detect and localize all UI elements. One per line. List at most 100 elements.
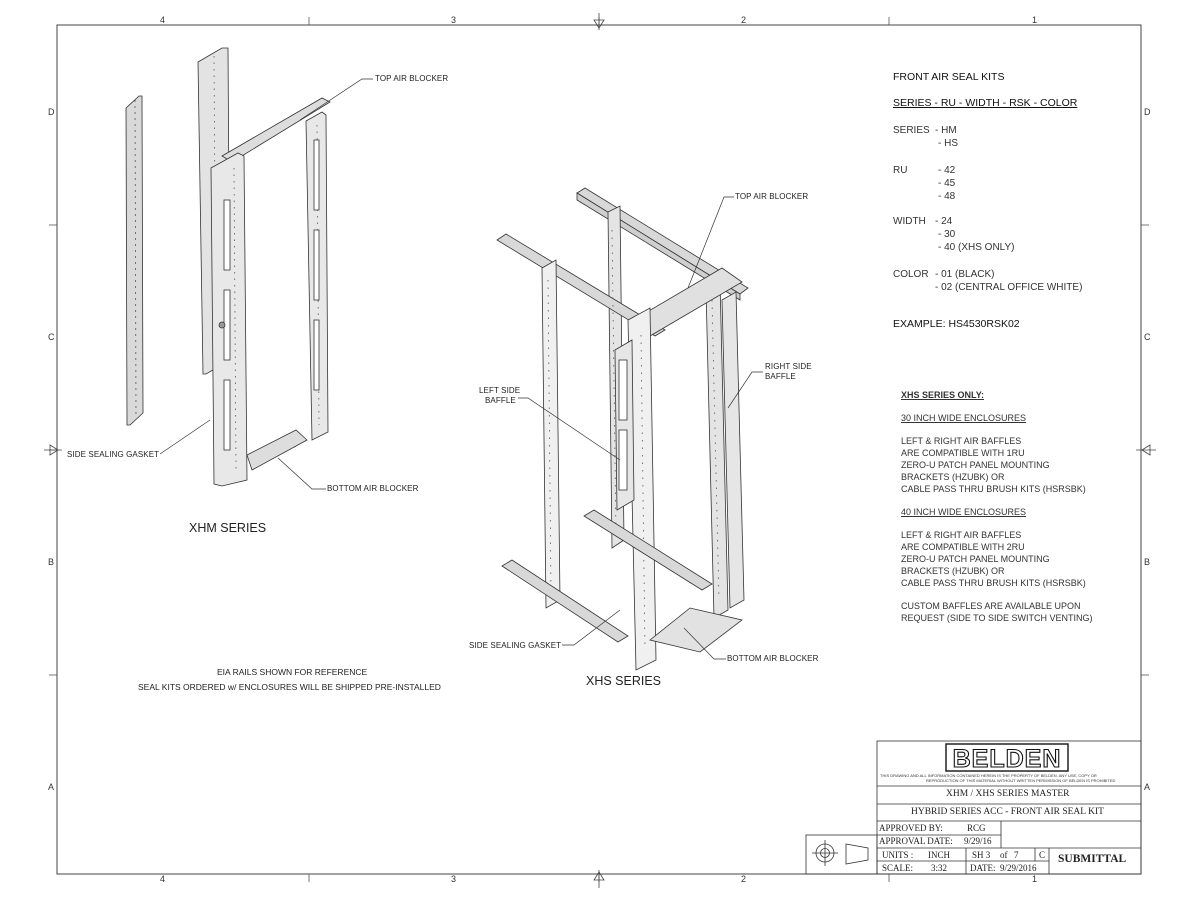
belden-logo: BELDEN	[945, 743, 1069, 774]
xhm-series-title: XHM SERIES	[189, 521, 267, 535]
zone-bottom-4: 4	[160, 874, 166, 884]
spec-pattern: SERIES - RU - WIDTH - RSK - COLOR	[893, 97, 1078, 109]
xhm-illustration	[125, 47, 331, 487]
title-block-frame	[805, 740, 1142, 875]
xhs-callout-left-side-baffle-2: BAFFLE	[485, 396, 516, 405]
spec-color-value: - 02 (CENTRAL OFFICE WHITE)	[935, 282, 1083, 293]
zone-top-3: 3	[451, 15, 457, 25]
xhs-callout-right-side-baffle-1: RIGHT SIDE	[765, 362, 812, 371]
xhs-callout-left-side-baffle-1: LEFT SIDE	[479, 386, 521, 395]
note-eia-rails: EIA RAILS SHOWN FOR REFERENCE	[217, 667, 368, 677]
spec-ru-value: - 45	[938, 178, 956, 189]
xhs-only-40in-line: LEFT & RIGHT AIR BAFFLES	[901, 530, 1022, 540]
status-submittal: SUBMITTAL	[1058, 853, 1127, 865]
xhs-bottom-back-rail	[583, 509, 713, 591]
zone-left-c: C	[48, 332, 55, 342]
xhs-callout-right-side-baffle-2: BAFFLE	[765, 372, 796, 381]
xhm-callout-bottom-air-blocker: BOTTOM AIR BLOCKER	[327, 484, 419, 493]
zone-right-b: B	[1144, 557, 1151, 567]
xhs-bottom-left-rail	[501, 559, 629, 643]
xhm-bottom-blocker	[246, 429, 308, 471]
xhm-callout-top-air-blocker: TOP AIR BLOCKER	[375, 74, 449, 83]
zone-top-2: 2	[741, 15, 747, 25]
zone-bottom-1: 1	[1032, 874, 1038, 884]
spec-ru-value: - 42	[938, 165, 956, 176]
spec-width-value: - 24	[935, 216, 953, 227]
spec-series-label: SERIES	[893, 125, 930, 136]
xhs-series-title: XHS SERIES	[586, 674, 662, 688]
xhs-only-30in-line: CABLE PASS THRU BRUSH KITS (HSRSBK)	[901, 484, 1086, 494]
title-block-disclaimer-1: THIS DRAWING AND ALL INFORMATION CONTAIN…	[880, 773, 1097, 778]
xhs-only-30in-line: LEFT & RIGHT AIR BAFFLES	[901, 436, 1022, 446]
note-seal-kits: SEAL KITS ORDERED w/ ENCLOSURES WILL BE …	[138, 682, 441, 692]
center-arrow-left	[44, 444, 62, 456]
sheet-of-label: of	[1000, 850, 1008, 860]
xhs-only-heading: XHS SERIES ONLY:	[901, 390, 985, 400]
xhs-illustration	[496, 187, 749, 671]
xhs-only-30in-heading: 30 INCH WIDE ENCLOSURES	[901, 413, 1027, 423]
sheet-total: 7	[1014, 850, 1019, 860]
xhs-only-40in-line: CABLE PASS THRU BRUSH KITS (HSRSBK)	[901, 578, 1086, 588]
xhs-callout-side-sealing-gasket: SIDE SEALING GASKET	[469, 641, 562, 650]
approved-by-label: APPROVED BY:	[879, 823, 943, 833]
xhs-only-40in-line: ARE COMPATIBLE WITH 2RU	[901, 542, 1025, 552]
units-value: INCH	[928, 850, 950, 860]
spec-series-value: - HS	[938, 138, 958, 149]
spec-width-value: - 40 (XHS ONLY)	[938, 242, 1015, 253]
approved-by-value: RCG	[967, 823, 986, 833]
xhs-callout-bottom-air-blocker: BOTTOM AIR BLOCKER	[727, 654, 819, 663]
units-label: UNITS :	[882, 850, 914, 860]
xhm-callout-side-sealing-gasket: SIDE SEALING GASKET	[67, 450, 160, 459]
spec-example: EXAMPLE: HS4530RSK02	[893, 318, 1020, 330]
scale-value: 3:32	[931, 863, 948, 873]
center-arrow-bottom	[593, 870, 605, 888]
xhs-only-30in-line: BRACKETS (HZUBK) OR	[901, 472, 1005, 482]
xhs-only-30in-line: ARE COMPATIBLE WITH 1RU	[901, 448, 1025, 458]
xhs-callout-top-air-blocker: TOP AIR BLOCKER	[735, 192, 809, 201]
xhs-only-40in-heading: 40 INCH WIDE ENCLOSURES	[901, 507, 1027, 517]
spec-width-value: - 30	[938, 229, 956, 240]
xhs-front-right-post	[627, 307, 657, 671]
revision-letter: C	[1039, 850, 1046, 860]
spec-color-label: COLOR	[893, 269, 929, 280]
center-arrow-right	[1136, 444, 1156, 456]
zone-right-d: D	[1144, 107, 1151, 117]
xhm-leaders	[159, 78, 373, 490]
zone-bottom-3: 3	[451, 874, 457, 884]
approval-date-value: 9/29/16	[964, 836, 992, 846]
xhs-only-custom-line: CUSTOM BAFFLES ARE AVAILABLE UPON	[901, 601, 1081, 611]
scale-label: SCALE:	[882, 863, 914, 873]
spec-color-value: - 01 (BLACK)	[935, 269, 995, 280]
xhs-only-40in-line: ZERO-U PATCH PANEL MOUNTING	[901, 554, 1050, 564]
xhs-front-top-rail	[496, 233, 666, 337]
zone-left-a: A	[48, 782, 55, 792]
sheet-number: SH 3	[972, 850, 991, 860]
xhs-only-30in-line: ZERO-U PATCH PANEL MOUNTING	[901, 460, 1050, 470]
date-value: 9/29/2016	[1000, 863, 1037, 873]
title-block-disclaimer-2: REPRODUCTION OF THIS MATERIAL WITHOUT WR…	[926, 778, 1116, 783]
zone-top-1: 1	[1032, 15, 1038, 25]
zone-bottom-2: 2	[741, 874, 747, 884]
title-block-master: XHM / XHS SERIES MASTER	[946, 789, 1070, 799]
logo-text: BELDEN	[953, 745, 1062, 773]
spec-width-label: WIDTH	[893, 216, 926, 227]
zone-left-d: D	[48, 107, 55, 117]
zone-right-c: C	[1144, 332, 1151, 342]
spec-heading: FRONT AIR SEAL KITS	[893, 71, 1005, 83]
zone-right-a: A	[1144, 782, 1151, 792]
spec-ru-value: - 48	[938, 191, 956, 202]
xhs-bottom-air-blocker	[649, 607, 743, 653]
zone-left-b: B	[48, 557, 55, 567]
date-label: DATE:	[970, 863, 996, 873]
zone-top-4: 4	[160, 15, 166, 25]
center-arrow-top	[593, 13, 605, 30]
xhs-only-custom-line: REQUEST (SIDE TO SIDE SWITCH VENTING)	[901, 613, 1093, 623]
title-block-description: HYBRID SERIES ACC - FRONT AIR SEAL KIT	[911, 807, 1104, 817]
spec-ru-label: RU	[893, 165, 908, 176]
xhs-only-40in-line: BRACKETS (HZUBK) OR	[901, 566, 1005, 576]
xhs-right-side-baffle	[721, 291, 745, 609]
spec-series-value: - HM	[935, 125, 957, 136]
xhm-gasket-strip	[125, 95, 144, 426]
approval-date-label: APPROVAL DATE:	[879, 836, 953, 846]
